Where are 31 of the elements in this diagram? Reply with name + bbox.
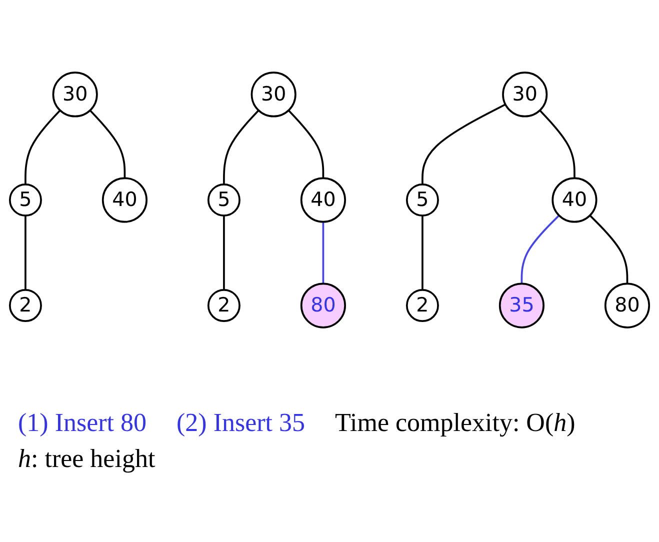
- connector: [422, 216, 424, 290]
- connector: [422, 104, 506, 184]
- node-circle: 35: [498, 282, 544, 328]
- node-circle: 40: [552, 177, 598, 223]
- node-circle: 5: [8, 184, 42, 216]
- node-circle: 30: [250, 72, 296, 118]
- connector: [24, 216, 26, 290]
- connector: [288, 110, 324, 178]
- node-circle: 80: [300, 282, 346, 328]
- node-circle: 30: [502, 72, 548, 118]
- node-circle: 40: [300, 177, 346, 223]
- node-circle: 5: [406, 184, 439, 216]
- node-circle: 2: [8, 289, 42, 322]
- node-circle: 2: [207, 289, 240, 322]
- node-circle: 40: [102, 177, 148, 223]
- connector: [223, 110, 260, 184]
- step-caption: (1) Insert 80: [18, 408, 147, 438]
- connector: [223, 216, 225, 290]
- node-circle: 5: [207, 184, 240, 216]
- connector: [89, 110, 126, 178]
- connector: [520, 214, 560, 284]
- node-circle: 30: [52, 72, 98, 118]
- note-text: h: tree height: [18, 444, 156, 474]
- note-text: Time complexity: O(h): [335, 408, 576, 438]
- connector: [322, 222, 324, 284]
- connector: [589, 214, 628, 284]
- connector: [539, 110, 576, 178]
- node-circle: 2: [406, 289, 439, 322]
- connector: [24, 110, 61, 184]
- step-caption: (2) Insert 35: [176, 408, 306, 438]
- node-circle: 80: [604, 282, 650, 328]
